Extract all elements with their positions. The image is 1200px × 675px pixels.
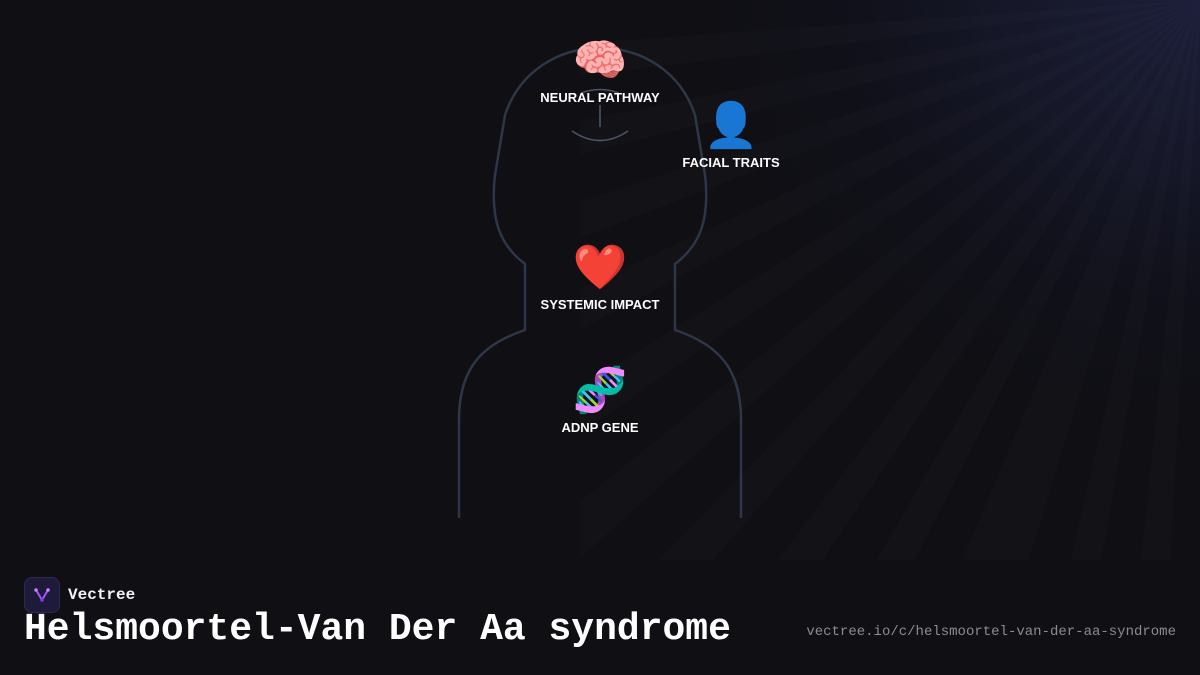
brand-name: Vectree: [68, 586, 136, 604]
node-label-facial-traits: FACIAL TRAITS: [682, 155, 780, 170]
vectree-logo-icon: [24, 577, 60, 613]
brand[interactable]: Vectree: [24, 577, 135, 613]
page-url[interactable]: vectree.io/c/helsmoortel-van-der-aa-synd…: [806, 624, 1176, 640]
brain-icon: 🧠: [572, 35, 628, 86]
dna-icon: 🧬: [572, 365, 628, 416]
node-label-neural-pathway: NEURAL PATHWAY: [540, 90, 660, 105]
node-systemic-impact: ❤️ SYSTEMIC IMPACT: [540, 242, 660, 313]
page-title: Helsmoortel-Van Der Aa syndrome: [24, 608, 731, 651]
node-label-systemic-impact: SYSTEMIC IMPACT: [540, 297, 660, 312]
silhouette-outline: [457, 46, 743, 518]
face-eye-arc: [580, 88, 620, 94]
node-neural-pathway: 🧠 NEURAL PATHWAY: [540, 35, 660, 106]
heart-icon: ❤️: [572, 242, 628, 293]
face-mouth-arc: [571, 130, 629, 142]
node-adnp-gene: 🧬 ADNP GENE: [561, 365, 639, 436]
node-facial-traits: 👤 FACIAL TRAITS: [682, 100, 780, 171]
node-label-adnp-gene: ADNP GENE: [561, 420, 639, 435]
person-icon: 👤: [703, 100, 759, 151]
